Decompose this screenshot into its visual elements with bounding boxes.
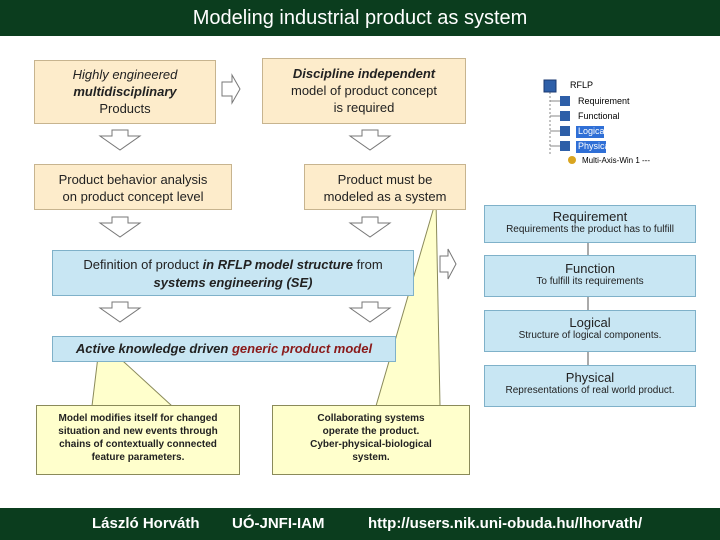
definition-part1: Definition of product <box>83 257 203 272</box>
callout-pointer-right <box>375 199 441 407</box>
self-modifying-model-callout: Model modifies itself for changed situat… <box>36 405 240 475</box>
active-part1: Active knowledge driven <box>75 341 232 356</box>
active-knowledge-box: Active knowledge driven generic product … <box>52 336 396 362</box>
requirement-level-name: Requirement <box>552 209 628 224</box>
callout-left-line3: chains of contextually connected <box>59 439 217 450</box>
physical-level-name: Physical <box>565 370 615 385</box>
rflp-item-requirement[interactable]: Requirement <box>578 96 630 106</box>
footer-author: László Horváth <box>92 515 200 532</box>
function-level-box: Function To fulfill its requirements <box>484 255 696 297</box>
must-line1: Product must be <box>337 172 433 187</box>
right-arrow-icon <box>439 248 457 280</box>
logical-level-desc: Structure of logical components. <box>518 330 662 341</box>
discipline-independent-box: Discipline independent model of product … <box>262 58 466 124</box>
rflp-item-logical[interactable]: Logical <box>578 126 607 136</box>
footer-bar: László Horváth UÓ-JNFI-IAM http://users.… <box>0 508 720 540</box>
logical-node-icon <box>560 126 570 136</box>
footer-url[interactable]: http://users.nik.uni-obuda.hu/lhorvath/ <box>368 515 643 532</box>
down-arrow-icon <box>348 301 392 323</box>
rflp-item-physical[interactable]: Physical <box>578 141 612 151</box>
callout-left-line1: Model modifies itself for changed <box>58 413 218 424</box>
logical-level-name: Logical <box>569 315 611 330</box>
callout-right-line1: Collaborating systems <box>317 413 425 424</box>
rflp-definition-box: Definition of product in RFLP model stru… <box>52 250 414 296</box>
component-icon <box>568 156 576 164</box>
requirement-node-icon <box>560 96 570 106</box>
rflp-tree-graphic <box>543 79 606 164</box>
behavior-line2: on product concept level <box>62 189 204 204</box>
callout-left-line4: feature parameters. <box>91 452 185 463</box>
definition-part3: from <box>353 257 383 272</box>
callout-right-line3: Cyber-physical-biological <box>310 439 432 450</box>
physical-level-desc: Representations of real world product. <box>505 385 675 396</box>
discipline-line2: model of product concept <box>291 83 437 98</box>
physical-node-icon <box>560 141 570 151</box>
down-arrow-icon <box>98 216 142 238</box>
function-level-desc: To fulfill its requirements <box>536 276 644 287</box>
behavior-line1: Product behavior analysis <box>58 172 208 187</box>
engineered-line2: multidisciplinary <box>73 84 177 99</box>
down-arrow-icon <box>98 301 142 323</box>
engineered-line1: Highly engineered <box>72 67 178 82</box>
requirement-level-desc: Requirements the product has to fulfill <box>506 224 674 235</box>
function-level-name: Function <box>565 261 615 276</box>
down-arrow-icon <box>348 216 392 238</box>
engineered-products-box: Highly engineered multidisciplinary Prod… <box>34 60 216 124</box>
definition-part4: systems engineering (SE) <box>153 275 313 290</box>
callout-left-line2: situation and new events through <box>58 426 218 437</box>
definition-part2: in RFLP model structure <box>202 257 354 272</box>
slide-title: Modeling industrial product as system <box>0 0 720 36</box>
right-arrow-icon <box>221 73 241 105</box>
down-arrow-icon <box>98 129 142 151</box>
functional-node-icon <box>560 111 570 121</box>
rflp-tree-panel: RFLP Requirement Functional Logical Phys… <box>520 72 692 176</box>
logical-level-box: Logical Structure of logical components. <box>484 310 696 352</box>
active-part2: generic product model <box>231 341 373 356</box>
must-line2: modeled as a system <box>323 189 447 204</box>
requirement-level-box: Requirement Requirements the product has… <box>484 205 696 243</box>
discipline-line3: is required <box>333 100 395 115</box>
callout-right-line4: system. <box>352 452 390 463</box>
behavior-analysis-box: Product behavior analysis on product con… <box>34 164 232 210</box>
rflp-root-label[interactable]: RFLP <box>570 80 594 90</box>
rflp-item-functional[interactable]: Functional <box>578 111 620 121</box>
rflp-item-last[interactable]: Multi-Axis-Win 1 --- <box>582 156 650 165</box>
engineered-line3: Products <box>99 101 151 116</box>
footer-institute: UÓ-JNFI-IAM <box>232 515 325 532</box>
modeled-as-system-box: Product must be modeled as a system <box>304 164 466 210</box>
callout-right-line2: operate the product. <box>322 426 420 437</box>
collaborating-systems-callout: Collaborating systems operate the produc… <box>272 405 470 475</box>
physical-level-box: Physical Representations of real world p… <box>484 365 696 407</box>
rflp-root-icon <box>543 79 557 93</box>
discipline-line1: Discipline independent <box>292 66 436 81</box>
down-arrow-icon <box>348 129 392 151</box>
